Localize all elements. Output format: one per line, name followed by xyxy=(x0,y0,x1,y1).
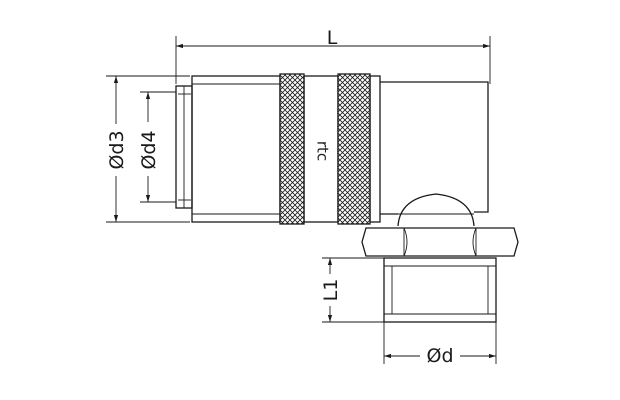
dimension-L-label: L xyxy=(327,27,338,49)
brand-logo: rtc xyxy=(314,141,332,161)
dimension-L1: L1 xyxy=(320,257,384,323)
dimension-d4: Ød4 xyxy=(138,91,176,203)
knurled-ring-1 xyxy=(279,73,305,225)
front-nose xyxy=(175,85,193,209)
dimension-d: Ød xyxy=(383,322,497,367)
dimension-d-label: Ød xyxy=(426,345,453,367)
threaded-spigot xyxy=(383,257,497,323)
brand-logo-text: rtc xyxy=(314,141,332,161)
dimension-d3: Ød3 xyxy=(104,75,190,223)
hex-nut xyxy=(361,227,519,257)
dimension-d3-label: Ød3 xyxy=(106,130,128,169)
swivel-dome xyxy=(397,193,475,227)
knurled-ring-2 xyxy=(337,73,371,225)
dimension-d4-label: Ød4 xyxy=(138,130,160,169)
elbow-body xyxy=(380,81,489,215)
dimension-L1-label: L1 xyxy=(320,279,342,302)
